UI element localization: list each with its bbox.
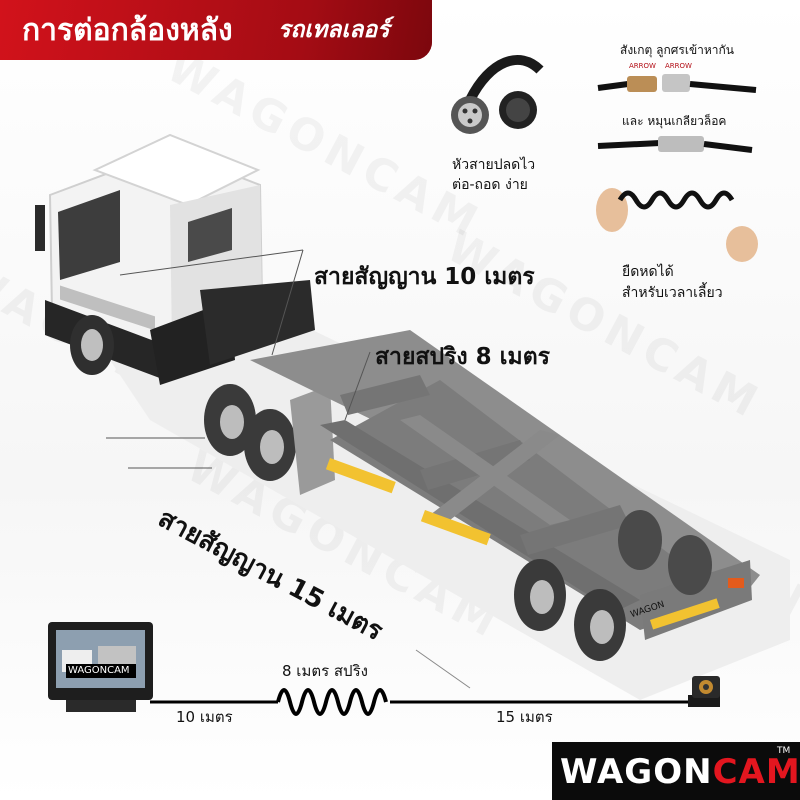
coil	[617, 190, 735, 210]
title-banner-fill	[0, 0, 432, 60]
spring-length-label: 8 เมตร สปริง	[282, 662, 368, 680]
connector-closeup	[451, 55, 544, 134]
connector-cable	[465, 55, 544, 103]
stretch-note-line2: สำหรับเวลาเลี้ยว	[622, 285, 723, 301]
truck-wheel-hub	[260, 430, 284, 464]
warning-strip	[420, 509, 491, 546]
monitor-stand	[66, 700, 136, 712]
grille	[60, 285, 155, 331]
coiled-cable-closeup	[596, 188, 758, 262]
cable	[597, 140, 661, 149]
connector-pin	[462, 108, 468, 114]
warning-strip	[650, 598, 720, 630]
camera-lens-core	[703, 684, 709, 690]
mirror	[35, 205, 45, 251]
trailer-wheel	[668, 535, 712, 595]
front-wheel-hub	[81, 329, 103, 361]
arrow-label-left: ARROW	[629, 62, 656, 70]
leader-line	[344, 351, 371, 421]
leader-line	[415, 649, 471, 689]
connector-note-line2: ต่อ-ถอด ง่าย	[452, 177, 528, 193]
trademark-mark: TM	[777, 746, 791, 756]
connector-pin	[467, 118, 473, 124]
brand-logo-part2: CAM	[712, 752, 800, 792]
trailer-x-brace	[430, 430, 560, 520]
trailer-wheel-hub	[590, 610, 614, 644]
title-banner	[0, 0, 432, 60]
coupler-locked	[658, 136, 704, 152]
tail-light	[728, 578, 744, 588]
truck-wheel-hub	[220, 405, 244, 439]
cable	[689, 81, 757, 93]
trailer-wheel-hub	[530, 580, 554, 614]
page-title: การต่อกล้องหลัง	[22, 13, 233, 48]
label-cable-10m: สายสัญญาน 10 เมตร	[314, 264, 535, 290]
brand-logo-box	[552, 742, 800, 800]
label-spring-8m: สายสปริง 8 เมตร	[375, 344, 550, 370]
truck-cab	[35, 133, 315, 385]
trailer-x-brace	[400, 415, 570, 525]
right-length-label: 15 เมตร	[496, 708, 553, 726]
align-note: สังเกตุ ลูกศรเข้าหากัน	[620, 43, 734, 57]
mudguard	[290, 385, 335, 495]
brand-logo: WAGONCAM	[560, 752, 800, 792]
coupler-right	[662, 74, 690, 92]
cab-roof	[92, 133, 261, 207]
cable	[597, 81, 629, 91]
trailer-crossbeam	[520, 505, 630, 555]
spring-coil	[276, 688, 388, 716]
trailer-wheels	[514, 510, 712, 661]
monitor	[48, 622, 153, 712]
monitor-brand-plate	[66, 664, 136, 678]
hand	[726, 226, 758, 262]
rear-camera	[688, 676, 720, 707]
trailer-crossbeam	[340, 375, 430, 415]
brand-logo-part1: WAGON	[560, 752, 713, 792]
warning-strip	[325, 458, 396, 494]
page-subtitle: รถเทลเลอร์	[278, 17, 390, 43]
trailer-wheel	[618, 510, 662, 570]
monitor-brand: WAGONCAM	[68, 665, 130, 676]
leader-line	[119, 249, 304, 276]
lock-note: และ หมุนเกลียวล็อค	[622, 114, 727, 128]
trailer-beam	[320, 420, 640, 612]
arrow-label-right: ARROW	[665, 62, 692, 70]
cable-couple-closeup	[597, 74, 757, 153]
connector-pin	[472, 108, 478, 114]
chassis-block	[200, 280, 315, 365]
connector-note-line1: หัวสายปลดไว	[452, 157, 536, 173]
coupler-left	[627, 76, 657, 92]
leader-line	[271, 249, 304, 356]
windshield	[58, 190, 120, 280]
connection-line	[150, 688, 688, 716]
truck-rear-wheels	[204, 384, 335, 495]
left-length-label: 10 เมตร	[176, 708, 233, 726]
side-window	[188, 208, 232, 262]
connector-female-face	[506, 98, 530, 122]
stretch-note-line1: ยืดหดได้	[622, 264, 674, 280]
cable	[703, 141, 753, 153]
